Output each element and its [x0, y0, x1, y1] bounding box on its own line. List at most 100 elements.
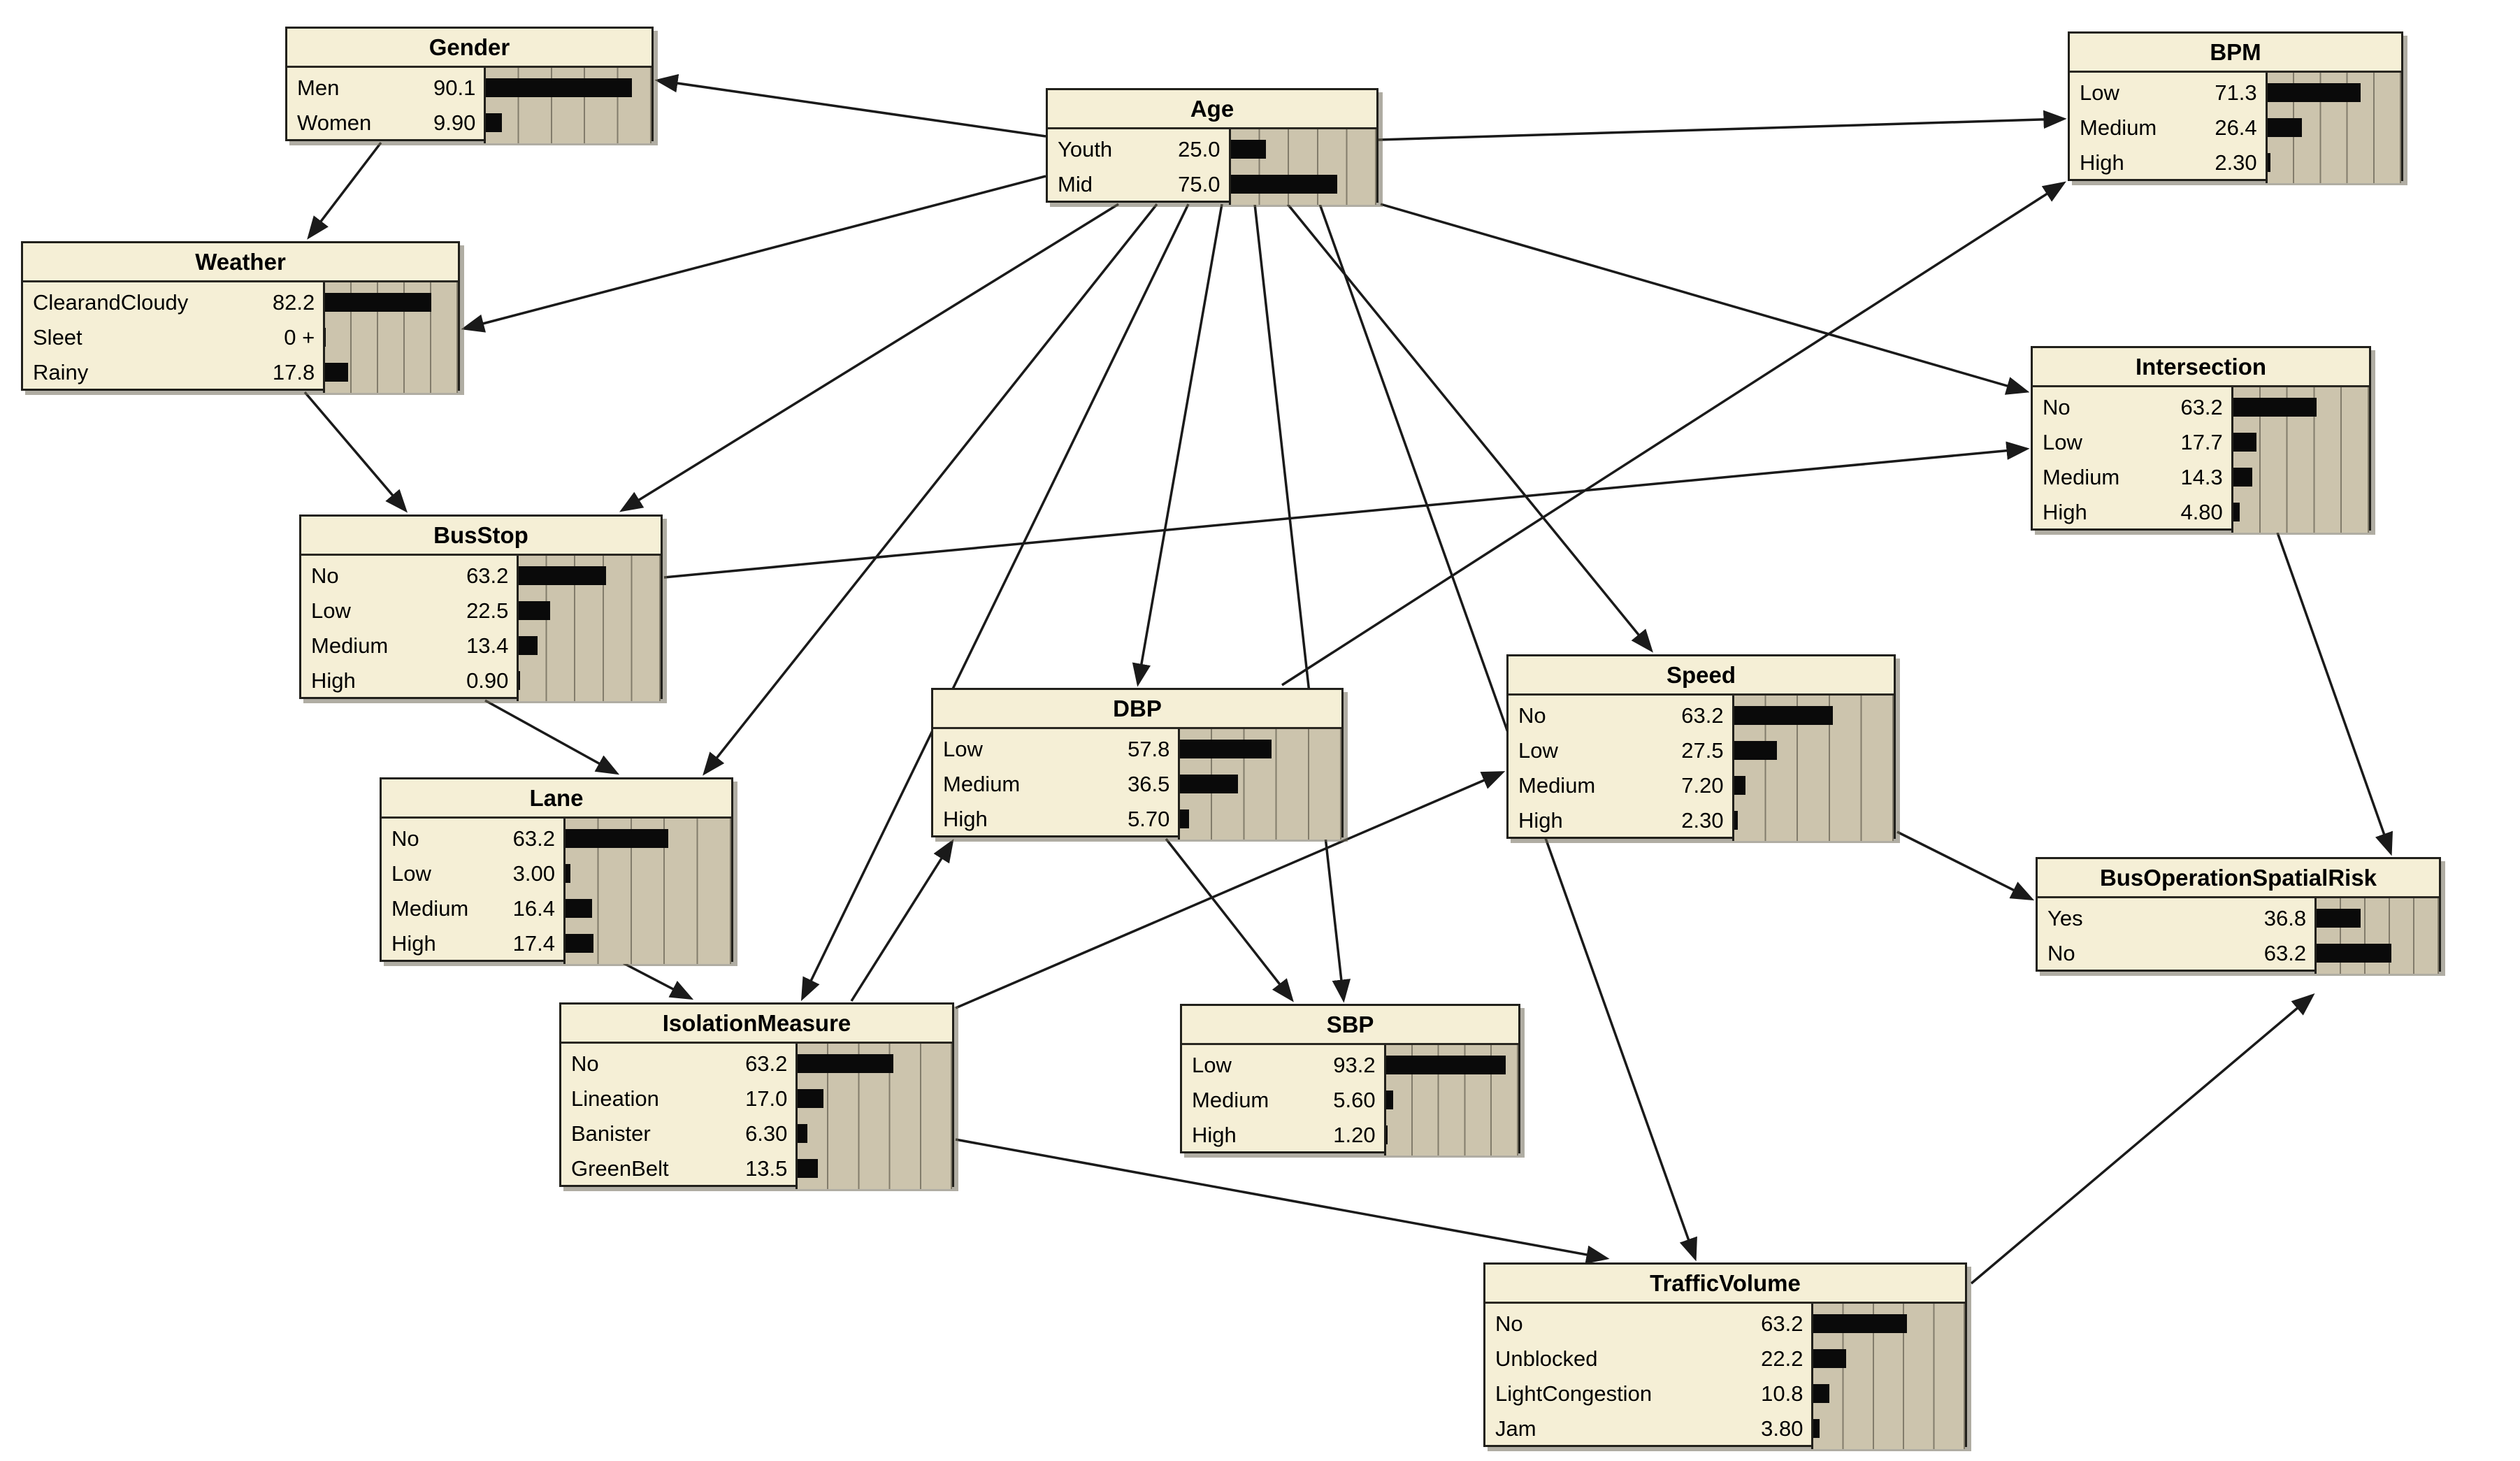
probability-bar	[325, 328, 326, 347]
state-value: 22.5	[466, 598, 509, 623]
probability-bar	[798, 1124, 807, 1143]
state-label: No	[1518, 703, 1546, 728]
probability-bar	[2267, 153, 2270, 172]
edge-age-weather	[461, 175, 1046, 333]
probability-bar	[1180, 809, 1190, 828]
state-value: 2.30	[2215, 150, 2257, 175]
probability-bar	[1385, 1125, 1388, 1144]
bar-track	[325, 320, 454, 355]
probability-bar	[519, 636, 538, 655]
bar-track	[566, 926, 728, 961]
probability-bar	[2267, 83, 2361, 102]
state-label: High	[2080, 150, 2124, 175]
bar-track	[1734, 733, 1890, 768]
edge-trafficvolume-busoperationspatialrisk	[1970, 993, 2315, 1285]
probability-bar	[1813, 1419, 1820, 1438]
bar-track	[566, 821, 728, 856]
state-label: Yes	[2047, 906, 2083, 930]
state-label: High	[1192, 1123, 1237, 1147]
probability-bar	[486, 113, 503, 132]
node-title: BusOperationSpatialRisk	[2038, 859, 2439, 898]
state-value: 2.30	[1681, 808, 1724, 833]
state-value: 17.4	[512, 931, 555, 956]
probability-bar	[519, 601, 550, 620]
node-title: Intersection	[2033, 348, 2369, 387]
state-label: Banister	[571, 1121, 651, 1146]
probability-bar	[2233, 433, 2257, 452]
edge-age-bpm	[1378, 110, 2067, 141]
state-value: 14.3	[2180, 465, 2223, 489]
probability-bar	[2233, 468, 2252, 487]
probability-bar	[566, 934, 594, 953]
bar-track	[2317, 901, 2435, 936]
state-label: Jam	[1495, 1416, 1536, 1441]
bar-track	[798, 1116, 949, 1151]
state-row[interactable]: Yes 36.8	[2038, 901, 2439, 936]
state-value: 63.2	[512, 826, 555, 851]
probability-bar	[566, 899, 593, 918]
probability-bar	[2317, 944, 2392, 963]
state-label: Medium	[311, 633, 389, 658]
edge-dbp-bpm	[1281, 181, 2066, 686]
state-row[interactable]: High 2.30	[2070, 145, 2401, 180]
bar-track	[519, 628, 657, 663]
state-value: 36.8	[2263, 906, 2307, 930]
